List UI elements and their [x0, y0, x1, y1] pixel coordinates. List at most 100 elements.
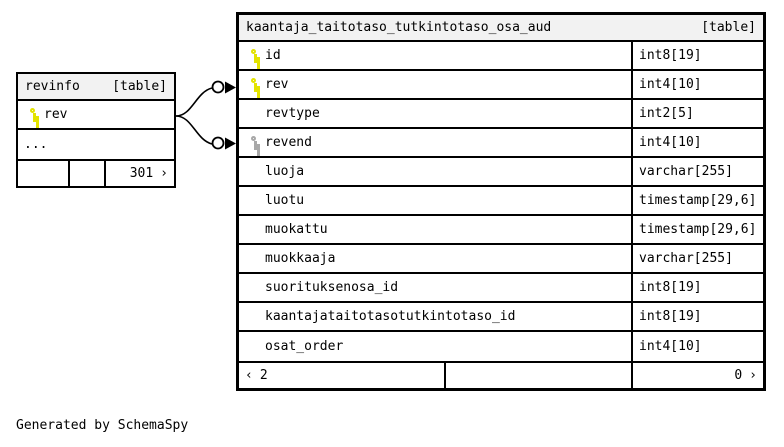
key-slot — [245, 274, 265, 301]
table-row[interactable]: id int8[19] — [239, 42, 763, 71]
column-name-cell: muokkaaja — [239, 245, 631, 272]
key-slot — [245, 332, 265, 361]
table-row[interactable]: muokattu timestamp[29,6] — [239, 216, 763, 245]
table-header-revinfo: revinfo [table] — [18, 74, 174, 101]
column-name: muokkaaja — [265, 251, 336, 266]
column-type: varchar[255] — [639, 251, 733, 266]
column-type: timestamp[29,6] — [639, 193, 757, 208]
key-slot — [245, 129, 265, 156]
footer-cell-b — [68, 161, 104, 186]
key-slot — [24, 101, 44, 128]
relationship-endpoint-circle-revend — [211, 136, 225, 150]
key-slot — [245, 303, 265, 330]
column-type-cell: int8[19] — [631, 42, 763, 69]
column-name-ellipsis: ... — [24, 137, 48, 152]
table-row[interactable]: luoja varchar[255] — [239, 158, 763, 187]
column-name: revtype — [265, 106, 320, 121]
table-name-main: kaantaja_taitotaso_tutkintotaso_osa_aud — [246, 20, 552, 35]
table-node-revinfo[interactable]: revinfo [table] rev ... — [16, 72, 176, 188]
key-icon — [251, 135, 259, 150]
key-slot — [245, 187, 265, 214]
chevron-right-icon: › — [160, 166, 168, 181]
column-name: suorituksenosa_id — [265, 280, 399, 295]
column-name: kaantajataitotasotutkintotaso_id — [265, 309, 516, 324]
column-name-cell: rev — [239, 71, 631, 98]
child-relations-control[interactable]: 0 › — [631, 363, 763, 388]
column-type-cell: varchar[255] — [631, 158, 763, 185]
column-type: int2[5] — [639, 106, 694, 121]
column-name-cell: suorituksenosa_id — [239, 274, 631, 301]
key-slot — [245, 245, 265, 272]
generated-by-caption: Generated by SchemaSpy — [16, 418, 189, 433]
column-type: int8[19] — [639, 280, 702, 295]
column-name: revend — [265, 135, 312, 150]
table-row-ellipsis: ... — [18, 130, 174, 159]
key-slot — [245, 100, 265, 127]
relationship-line-rev — [175, 87, 213, 117]
key-slot — [245, 42, 265, 69]
column-type-cell: timestamp[29,6] — [631, 187, 763, 214]
chevron-left-icon: ‹ — [245, 368, 253, 383]
parent-relations-control[interactable]: ‹ 2 — [239, 363, 444, 388]
column-name: osat_order — [265, 339, 344, 354]
column-name: rev — [44, 107, 68, 122]
chevron-right-icon: › — [749, 368, 757, 383]
table-columns-revinfo: rev ... — [18, 101, 174, 159]
column-type-cell: int4[10] — [631, 332, 763, 361]
column-type: timestamp[29,6] — [639, 222, 757, 237]
table-row[interactable]: rev — [18, 101, 174, 130]
key-icon — [251, 48, 259, 63]
footer-cell-a — [18, 161, 68, 186]
column-name-cell: osat_order — [239, 332, 631, 361]
table-row[interactable]: osat_order int4[10] — [239, 332, 763, 361]
column-name-cell: muokattu — [239, 216, 631, 243]
relationship-endpoint-circle-rev — [211, 80, 225, 94]
column-type-cell: timestamp[29,6] — [631, 216, 763, 243]
child-relations-count-revinfo: 301 — [129, 166, 154, 181]
column-type: int8[19] — [639, 48, 702, 63]
column-type: int4[10] — [639, 339, 702, 354]
column-name: luoja — [265, 164, 305, 179]
table-row[interactable]: revtype int2[5] — [239, 100, 763, 129]
table-row[interactable]: kaantajataitotasotutkintotaso_id int8[19… — [239, 303, 763, 332]
table-row[interactable]: revend int4[10] — [239, 129, 763, 158]
column-type-cell: varchar[255] — [631, 245, 763, 272]
footer-middle-cell — [444, 363, 631, 388]
table-footer-main: ‹ 2 0 › — [239, 361, 763, 388]
table-row[interactable]: luotu timestamp[29,6] — [239, 187, 763, 216]
key-slot — [245, 71, 265, 98]
column-name-cell: ... — [18, 130, 174, 159]
column-type: int4[10] — [639, 77, 702, 92]
key-icon — [30, 107, 38, 122]
column-name-cell: luoja — [239, 158, 631, 185]
column-name-cell: id — [239, 42, 631, 69]
table-row[interactable]: suorituksenosa_id int8[19] — [239, 274, 763, 303]
column-type-cell: int4[10] — [631, 129, 763, 156]
column-name-cell: kaantajataitotasotutkintotaso_id — [239, 303, 631, 330]
table-kind-revinfo: [table] — [112, 79, 167, 94]
table-columns-main: id int8[19] rev int4[10] — [239, 42, 763, 361]
table-name-revinfo: revinfo — [25, 79, 80, 94]
table-footer-revinfo: 301 › — [18, 159, 174, 186]
column-type: int8[19] — [639, 309, 702, 324]
column-name: rev — [265, 77, 289, 92]
column-name-cell: rev — [18, 101, 174, 128]
column-type-cell: int8[19] — [631, 274, 763, 301]
relationship-line-revend — [175, 115, 213, 145]
column-name-cell: revend — [239, 129, 631, 156]
child-relations-control-revinfo[interactable]: 301 › — [104, 161, 174, 186]
table-row[interactable]: muokkaaja varchar[255] — [239, 245, 763, 274]
column-type-cell: int4[10] — [631, 71, 763, 98]
column-name-cell: revtype — [239, 100, 631, 127]
column-type: varchar[255] — [639, 164, 733, 179]
relationship-arrowhead-rev — [225, 81, 236, 94]
table-kind-main: [table] — [701, 20, 756, 35]
child-relations-count: 0 — [734, 368, 743, 383]
column-type-cell: int2[5] — [631, 100, 763, 127]
table-row[interactable]: rev int4[10] — [239, 71, 763, 100]
table-header-main: kaantaja_taitotaso_tutkintotaso_osa_aud … — [239, 15, 763, 42]
table-node-main[interactable]: kaantaja_taitotaso_tutkintotaso_osa_aud … — [236, 12, 766, 391]
key-slot — [245, 158, 265, 185]
key-icon — [251, 77, 259, 92]
